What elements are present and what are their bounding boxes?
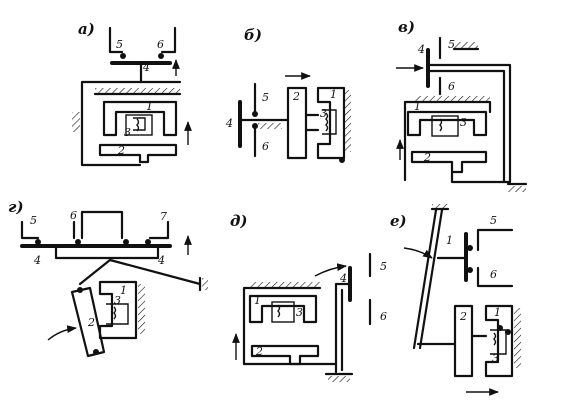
panel-c-label-1: 1 [414, 100, 421, 113]
panel-f-label-5: 5 [490, 214, 497, 227]
panel-d-armature-2 [70, 286, 106, 358]
panel-a-label-3: 3 [124, 126, 131, 139]
panel-d-label-3: 3 [114, 294, 121, 307]
panel-c-label-2: 2 [423, 151, 431, 164]
panel-e-label-2: 2 [255, 345, 263, 358]
panel-b: б) 5 4 6 2 1 3 [225, 26, 351, 163]
panel-d-label-1: 1 [120, 284, 127, 297]
panel-f-contact-6 [476, 266, 514, 288]
panel-a-label-6: 6 [157, 38, 164, 51]
panel-e-core-1 [248, 294, 318, 324]
panel-d-label-4a: 4 [33, 254, 41, 267]
panel-e-label-3: 3 [296, 306, 303, 319]
panel-a-armature-2 [98, 143, 178, 164]
panel-d-label-4b: 4 [157, 254, 165, 267]
panel-b-label-4: 4 [225, 117, 233, 130]
panel-b-armature-2 [286, 86, 308, 160]
panel-b-label-2: 2 [292, 90, 300, 103]
panel-e: д) 4 5 6 1 3 2 [230, 212, 387, 382]
panel-f-lever [412, 208, 438, 350]
panel-f-label-6: 6 [490, 268, 497, 281]
panel-f-core-1 [484, 304, 514, 378]
panel-a-label-4: 4 [142, 61, 150, 74]
panel-c-letter: в) [398, 18, 415, 36]
panel-a-label-2: 2 [117, 144, 125, 157]
panel-d: г) 5 6 7 4 4 1 3 2 [8, 198, 208, 358]
panel-d-contact-5 [20, 220, 40, 240]
panel-c-label-6: 6 [448, 80, 455, 93]
panel-d-curved-arrow-icon [47, 325, 77, 341]
panel-f-label-3: 3 [492, 352, 499, 365]
panel-f-curved-arrow-icon [403, 247, 433, 259]
panel-a-contact-6 [160, 26, 177, 54]
panel-f-label-1a: 1 [446, 234, 453, 247]
panel-d-label-6: 6 [70, 209, 77, 222]
panel-a-label-1: 1 [146, 100, 153, 113]
panel-c-label-5: 5 [448, 38, 455, 51]
panel-c: в) 5 4 6 1 3 2 [396, 18, 528, 192]
panel-b-label-3: 3 [320, 107, 327, 120]
panel-f-armature-2 [453, 304, 474, 378]
panel-e-label-1: 1 [254, 294, 261, 307]
panel-b-label-1: 1 [330, 88, 337, 101]
panel-d-label-7: 7 [160, 210, 167, 223]
panel-a-ground-hatch [72, 112, 80, 132]
panel-d-letter: г) [8, 198, 24, 216]
panel-c-label-3: 3 [460, 116, 467, 129]
panel-d-label-2: 2 [87, 316, 95, 329]
panel-f-letter: е) [390, 212, 407, 230]
panel-a-label-5: 5 [116, 38, 123, 51]
panel-e-label-4: 4 [339, 272, 347, 285]
panel-a-letter: а) [78, 20, 95, 38]
panel-d-contact-7 [148, 220, 170, 240]
panel-c-label-4: 4 [417, 43, 425, 56]
panel-d-label-5: 5 [30, 214, 37, 227]
panel-c-ground-hatch [508, 186, 526, 192]
panel-b-letter: б) [244, 26, 262, 44]
panel-e-curved-arrow-icon [314, 263, 347, 277]
panel-e-armature-2 [250, 344, 320, 366]
panel-a-linkage-frame [80, 80, 182, 167]
panel-d-core-1 [98, 280, 138, 340]
panel-c-armature-2 [410, 150, 488, 174]
panel-b-label-6: 6 [262, 140, 269, 153]
panel-f-label-2: 2 [459, 310, 467, 323]
panel-c-core-1 [406, 110, 488, 137]
panel-f-contact-5 [476, 228, 514, 252]
panel-a: а) 5 6 4 1 3 2 [72, 20, 192, 167]
panel-a-core-1 [102, 100, 178, 137]
panel-a-contact-5 [108, 26, 124, 54]
panel-f: е) 1 5 6 2 1 3 [390, 204, 521, 396]
panel-e-letter: д) [230, 212, 248, 230]
panel-f-label-1b: 1 [494, 306, 501, 319]
panel-e-label-6: 6 [380, 310, 387, 323]
panel-b-label-5: 5 [262, 91, 269, 104]
panel-e-label-5: 5 [380, 260, 387, 273]
